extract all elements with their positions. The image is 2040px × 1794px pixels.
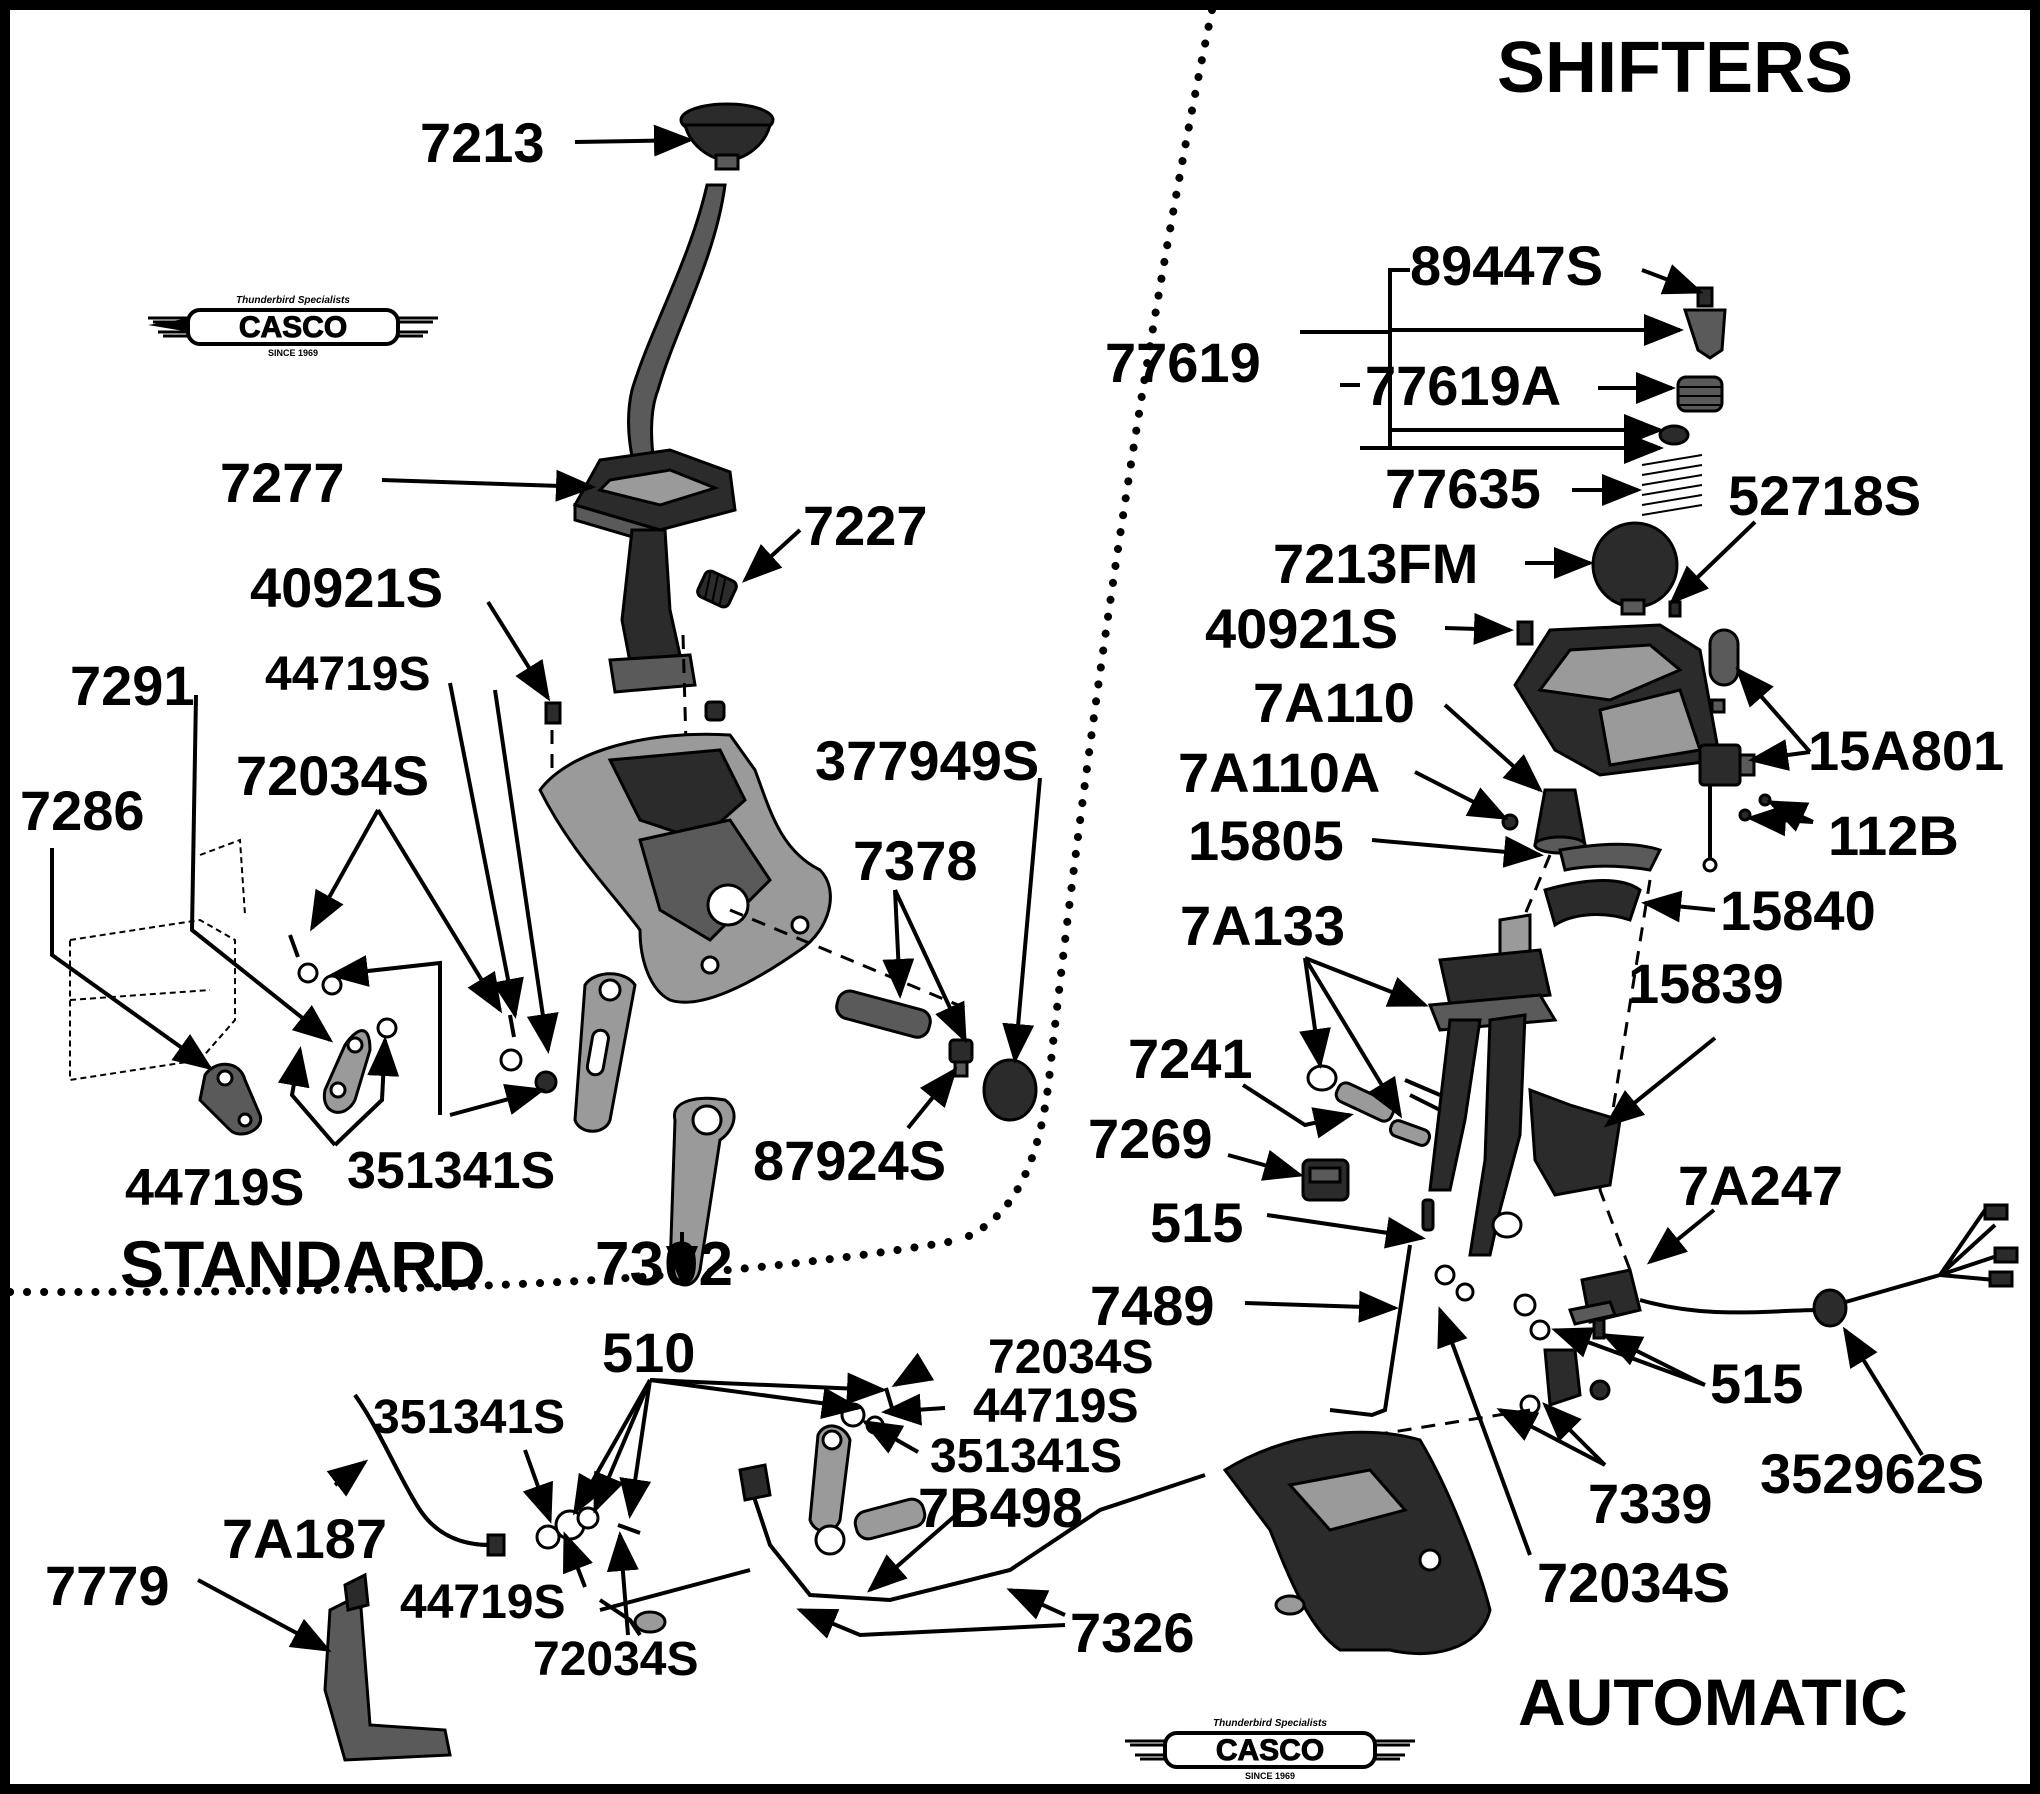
lens-15A801 [1708, 628, 1740, 687]
part-label-351341S-b: 351341S [373, 1391, 565, 1444]
part-label-377949S: 377949S [815, 729, 1039, 792]
part-label-72034S-c: 72034S [1537, 1551, 1730, 1614]
part-label-7779: 7779 [45, 1554, 170, 1617]
part-label-7291: 7291 [70, 654, 195, 717]
lower-lever [620, 528, 682, 664]
bracket-7779 [323, 1572, 452, 1762]
part-label-7302: 7302 [595, 1230, 733, 1299]
part-label-7B498: 7B498 [918, 1476, 1083, 1539]
part-label-352962S: 352962S [1760, 1442, 1984, 1505]
section-label-standard: STANDARD [120, 1227, 485, 1301]
bezel-15840 [1543, 879, 1642, 928]
logo-brand-top: CASCO [239, 311, 347, 344]
part-label-87924S: 87924S [753, 1129, 946, 1192]
part-label-7241: 7241 [1128, 1027, 1253, 1090]
section-divider-vertical [956, 10, 1216, 1244]
part-label-15840: 15840 [1720, 879, 1876, 942]
plug-377949S [982, 1058, 1038, 1122]
part-label-44719S-b: 44719S [400, 1576, 566, 1629]
lever-center [573, 972, 637, 1133]
part-label-7A110: 7A110 [1253, 671, 1415, 734]
bracket-7339 [1519, 1348, 1611, 1416]
part-label-44719S-a: 44719S [973, 1380, 1139, 1433]
part-label-7277: 7277 [220, 451, 345, 514]
spring-7227 [696, 569, 738, 609]
part-label-15805: 15805 [1188, 809, 1344, 872]
casco-logo-top: CASCO Thunderbird Specialists SINCE 1969 [148, 295, 438, 358]
part-label-44719S-bottom: 44719S [125, 1159, 304, 1217]
page-title: SHIFTERS [1497, 28, 1853, 108]
part-label-7326: 7326 [1070, 1601, 1195, 1664]
part-label-7286: 7286 [20, 779, 145, 842]
part-label-44719S-top: 44719S [265, 648, 431, 701]
spring-77619A [1676, 375, 1724, 413]
part-label-7213FM: 7213FM [1273, 532, 1478, 595]
part-label-510: 510 [602, 1321, 695, 1384]
part-label-77635: 77635 [1385, 457, 1541, 520]
pin-7378 [835, 989, 932, 1039]
part-label-7227: 7227 [803, 494, 928, 557]
lever-bracket [1427, 913, 1558, 1257]
fitting-87924S [948, 1038, 974, 1078]
part-label-7213: 7213 [420, 111, 545, 174]
shifter-housing [538, 732, 832, 1004]
part-label-7A133: 7A133 [1180, 894, 1345, 957]
spring-77635 [1641, 454, 1703, 516]
parts-diagram: CASCO Thunderbird Specialists SINCE 1969… [10, 10, 2019, 1781]
logo-tagline-bottom: Thunderbird Specialists [1213, 1718, 1327, 1729]
bushing-7269 [1301, 1158, 1350, 1202]
diagram-sheet: CASCO Thunderbird Specialists SINCE 1969… [10, 10, 2030, 1784]
knob-7213 [679, 102, 775, 171]
part-label-515-b: 515 [1710, 1352, 1803, 1415]
part-label-77619: 77619 [1105, 331, 1261, 394]
lever-7286 [198, 1062, 263, 1136]
lever-7291 [322, 1029, 372, 1114]
part-label-72034S-a: 72034S [988, 1331, 1154, 1384]
standard-parts [69, 102, 1038, 1287]
part-label-40921S-auto: 40921S [1205, 597, 1398, 660]
part-label-52718S: 52718S [1728, 464, 1921, 527]
part-label-72034S-b: 72034S [533, 1633, 699, 1686]
knob-7213FM [1591, 521, 1679, 609]
part-label-15A801: 15A801 [1808, 719, 2004, 782]
transmission-outline [69, 838, 246, 1082]
logo-brand-bottom: CASCO [1216, 1734, 1324, 1767]
indicator-15805 [1558, 842, 1663, 872]
casco-logo-bottom: CASCO Thunderbird Specialists SINCE 1969 [1125, 1718, 1415, 1781]
part-label-351341S-a: 351341S [930, 1430, 1122, 1483]
switch-7A247 [1568, 1203, 2019, 1328]
part-label-72034S-std: 72034S [236, 744, 429, 807]
leader-lines [50, 124, 1924, 1652]
upper-housing [1513, 623, 1722, 777]
part-label-7A110A: 7A110A [1178, 741, 1380, 804]
part-label-40921S-std: 40921S [250, 556, 443, 619]
lever-7B498 [808, 1424, 927, 1556]
part-label-7489: 7489 [1090, 1274, 1215, 1337]
part-label-7378: 7378 [853, 829, 978, 892]
cover-15839 [1528, 1087, 1622, 1197]
part-label-89447S: 89447S [1410, 234, 1603, 297]
part-label-7339: 7339 [1588, 1472, 1713, 1535]
logo-since-top: SINCE 1969 [268, 348, 318, 358]
logo-tagline-top: Thunderbird Specialists [236, 295, 350, 306]
part-label-7269: 7269 [1088, 1107, 1213, 1170]
part-label-7A187: 7A187 [222, 1507, 387, 1570]
section-label-automatic: AUTOMATIC [1518, 1665, 1908, 1739]
lower-housing [1222, 1430, 1492, 1656]
part-label-351341S-std: 351341S [347, 1142, 555, 1200]
part-label-112B: 112B [1828, 804, 1959, 867]
rod-7326 [748, 1473, 1206, 1603]
section-divider-horizontal [10, 1236, 964, 1296]
shift-lever [627, 183, 727, 472]
part-label-77619A: 77619A [1365, 354, 1561, 417]
logo-since-bottom: SINCE 1969 [1245, 1771, 1295, 1781]
socket-112B [1698, 743, 1772, 873]
part-label-515-a: 515 [1150, 1191, 1243, 1254]
part-label-7A247: 7A247 [1678, 1154, 1843, 1217]
part-label-15839: 15839 [1628, 952, 1784, 1015]
